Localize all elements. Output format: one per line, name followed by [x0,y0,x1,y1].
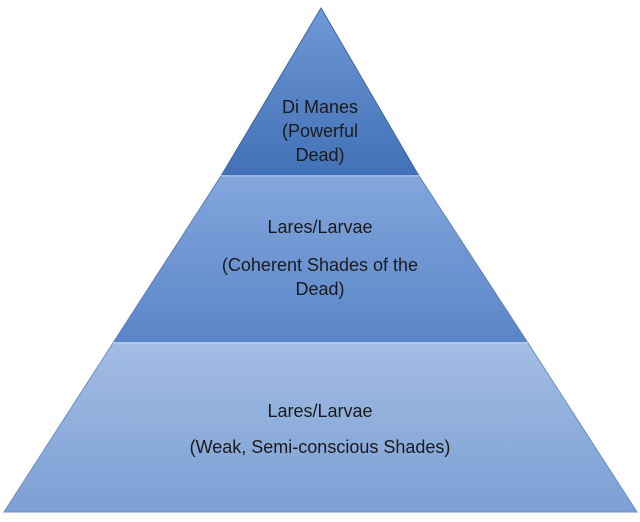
middle-tier-line-3: Dead) [295,279,344,299]
middle-tier-line-2: (Coherent Shades of the [222,255,418,275]
bottom-tier-line-2: (Weak, Semi-conscious Shades) [190,437,451,457]
pyramid-tier-bottom [3,342,638,513]
top-tier-line-2: (Powerful [282,121,358,141]
bottom-tier-line-1: Lares/Larvae [267,401,372,421]
top-tier-line-3: Dead) [295,145,344,165]
top-tier-line-1: Di Manes [282,97,358,117]
middle-tier-line-1: Lares/Larvae [267,217,372,237]
